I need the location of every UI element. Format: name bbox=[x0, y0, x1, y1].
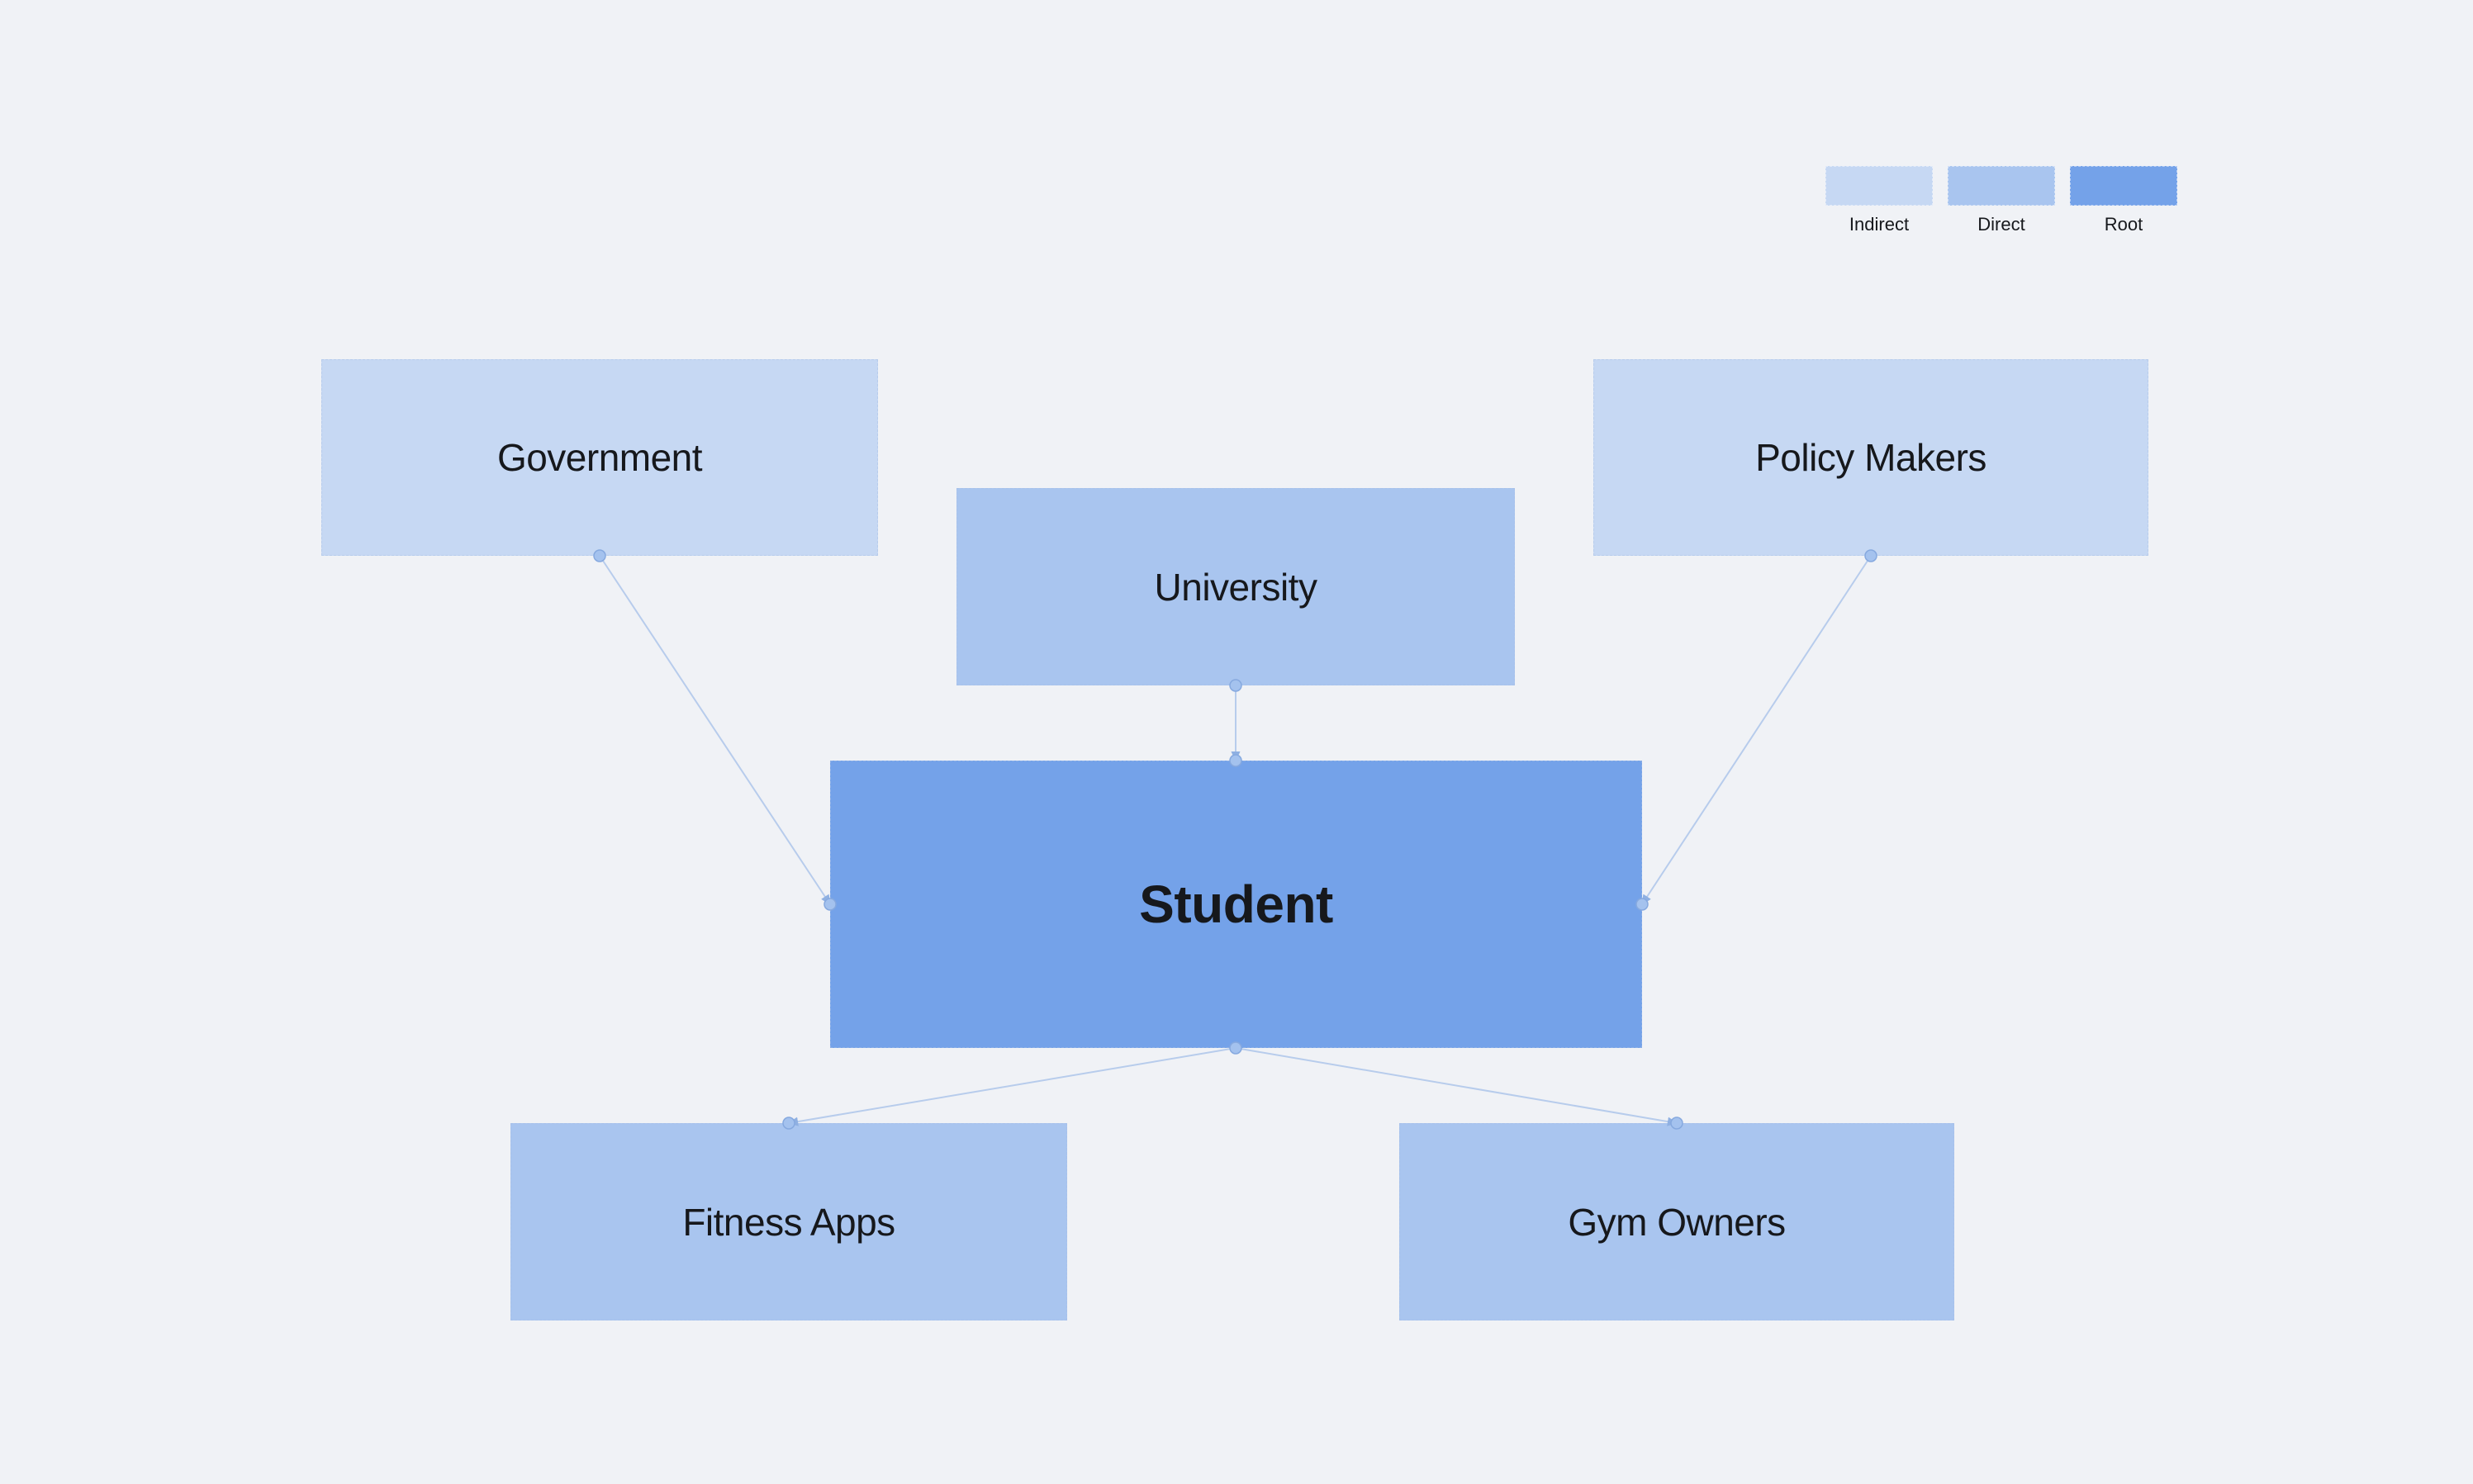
legend-item-indirect: Indirect bbox=[1825, 166, 1933, 235]
legend-item-direct: Direct bbox=[1948, 166, 2055, 235]
edge-student-gym-owners[interactable] bbox=[1235, 1047, 1678, 1126]
node-policy-makers-label: Policy Makers bbox=[1755, 436, 1986, 479]
node-fitness-apps[interactable]: Fitness Apps bbox=[510, 1123, 1067, 1320]
legend-swatch-direct bbox=[1948, 166, 2055, 206]
legend-item-root: Root bbox=[2070, 166, 2177, 235]
legend-label-indirect: Indirect bbox=[1849, 214, 1910, 235]
node-student[interactable]: Student bbox=[830, 761, 1642, 1048]
node-policy-makers[interactable]: Policy Makers bbox=[1593, 359, 2148, 556]
edge-student-fitness-apps[interactable] bbox=[787, 1047, 1236, 1126]
legend: Indirect Direct Root bbox=[1825, 166, 2177, 235]
edge-policy-makers-student[interactable] bbox=[1641, 555, 1872, 906]
legend-swatch-indirect bbox=[1825, 166, 1933, 206]
legend-swatch-root bbox=[2070, 166, 2177, 206]
node-gym-owners-label: Gym Owners bbox=[1568, 1200, 1786, 1244]
node-government-label: Government bbox=[496, 436, 703, 479]
node-gym-owners[interactable]: Gym Owners bbox=[1399, 1123, 1954, 1320]
node-student-label: Student bbox=[1139, 875, 1333, 934]
node-government[interactable]: Government bbox=[321, 359, 878, 556]
legend-label-direct: Direct bbox=[1977, 214, 2025, 235]
legend-label-root: Root bbox=[2104, 214, 2143, 235]
edge-government-student[interactable] bbox=[599, 555, 831, 906]
node-university-label: University bbox=[1154, 565, 1317, 609]
node-university[interactable]: University bbox=[956, 488, 1515, 685]
node-fitness-apps-label: Fitness Apps bbox=[682, 1200, 895, 1244]
